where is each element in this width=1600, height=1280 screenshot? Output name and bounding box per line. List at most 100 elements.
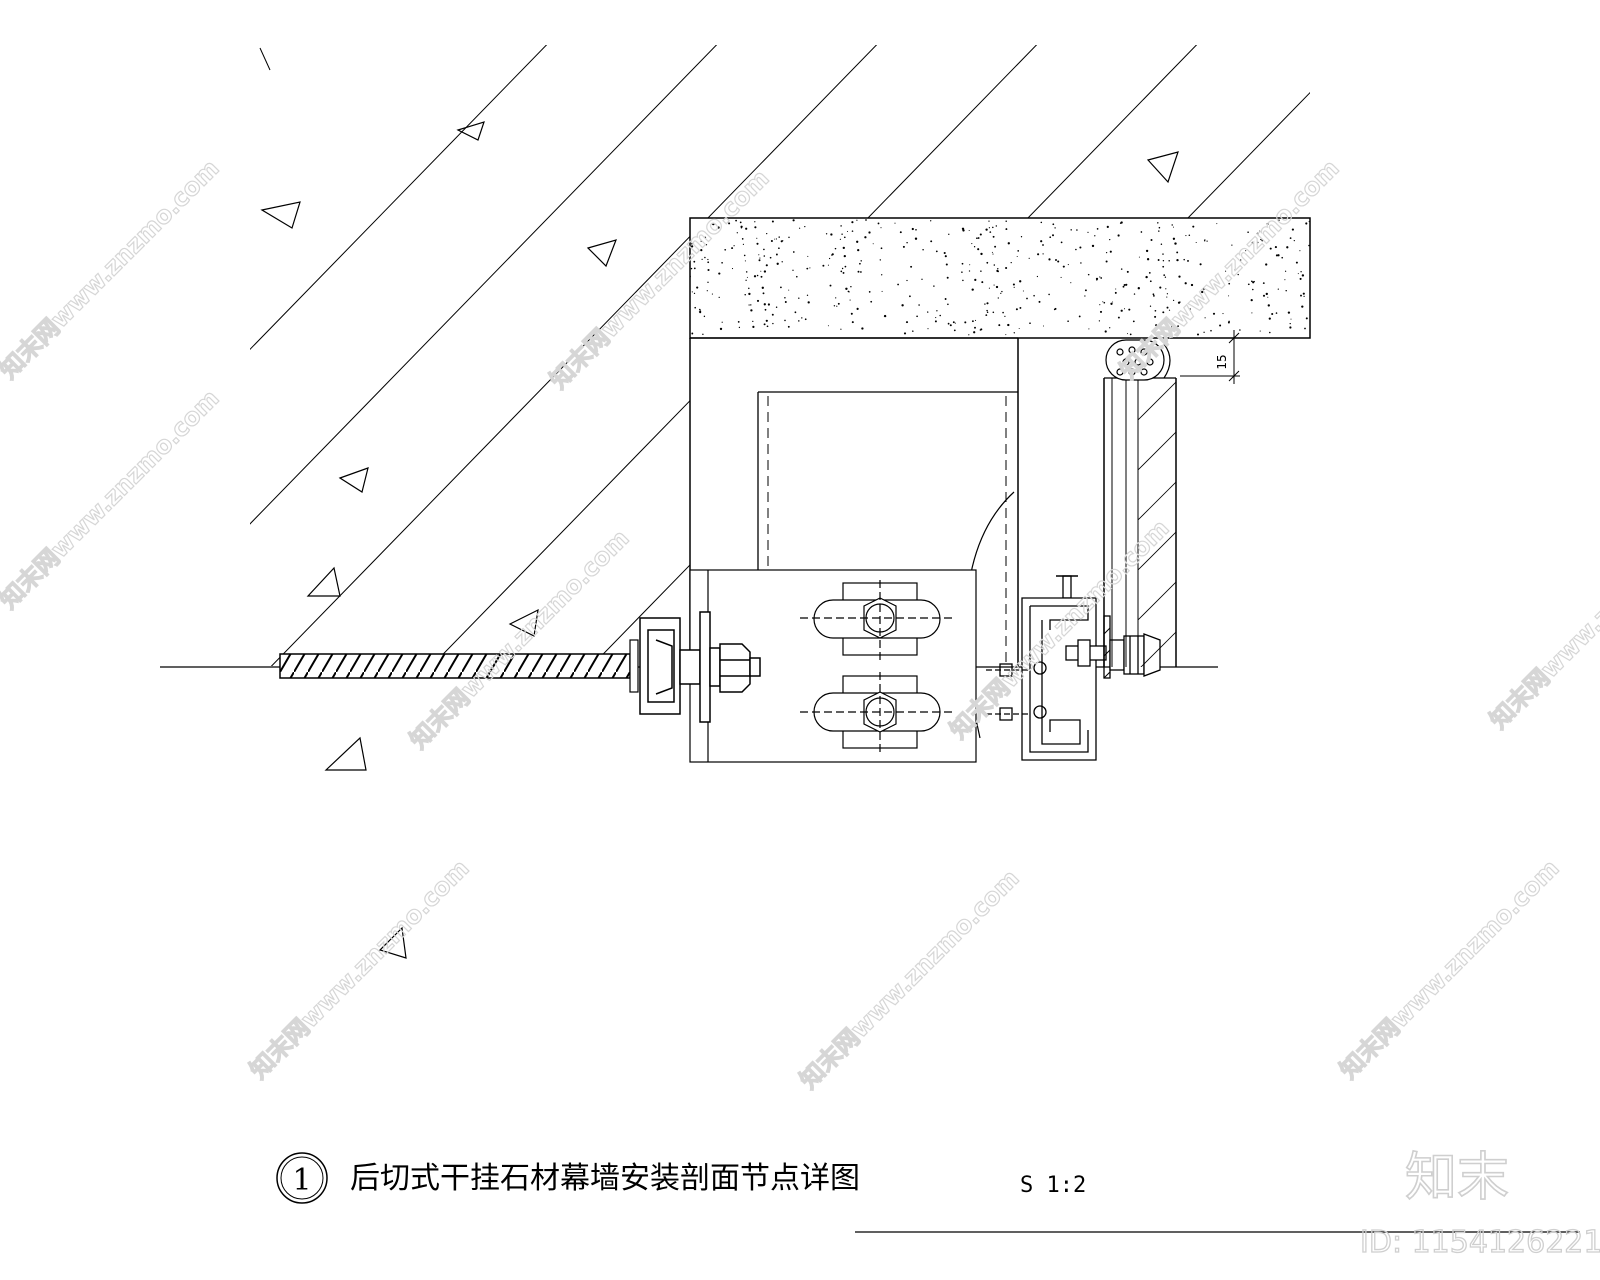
slab-speckle [758, 254, 760, 256]
slab-speckle [737, 320, 740, 323]
title-block: 1 后切式干挂石材幕墙安装剖面节点详图 S 1:2 [276, 1152, 1580, 1233]
slab-speckle [798, 320, 800, 322]
detail-title: 后切式干挂石材幕墙安装剖面节点详图 [350, 1161, 860, 1196]
slab-speckle [758, 259, 761, 262]
slab-speckle [784, 296, 786, 299]
slab-speckle [1145, 275, 1148, 279]
slab-speckle [780, 240, 783, 243]
slab-speckle [1168, 260, 1170, 262]
slab-speckle [1145, 249, 1149, 253]
slab-speckle [1026, 297, 1028, 300]
slab-speckle [997, 270, 999, 273]
slab-speckle [1250, 298, 1253, 302]
slab-speckle [1155, 324, 1158, 327]
slab-speckle [748, 287, 750, 290]
slab-speckle [1042, 325, 1045, 327]
slab-speckle [738, 326, 741, 329]
slab-speckle [857, 270, 860, 273]
slab-speckle [744, 294, 746, 296]
slab-speckle [1018, 328, 1020, 329]
slab-speckle [831, 254, 833, 256]
slab-speckle [830, 233, 833, 236]
slab-speckle [974, 326, 976, 329]
slab-speckle [989, 231, 992, 233]
slab-speckle [857, 248, 860, 252]
slab-speckle [1231, 244, 1233, 246]
slab-speckle [1079, 246, 1082, 249]
slab-speckle [756, 237, 758, 239]
slab-speckle [1240, 259, 1242, 261]
slab-speckle [905, 321, 909, 324]
watermark-text-9: 知末网www.znzmo.com [1334, 854, 1564, 1084]
slab-speckle [707, 261, 710, 264]
slab-speckle [1303, 295, 1305, 298]
slab-speckle [1109, 238, 1111, 241]
slab-speckle [1096, 228, 1099, 230]
slab-speckle [1055, 259, 1057, 261]
slab-speckle [1080, 262, 1082, 264]
slab-speckle [916, 315, 918, 318]
slab-speckle [906, 241, 908, 244]
slab-speckle [1005, 220, 1007, 223]
slab-speckle [843, 254, 846, 258]
slab-speckle [1305, 222, 1308, 225]
slab-speckle [765, 264, 768, 267]
slab-speckle [718, 296, 720, 299]
slab-speckle [974, 278, 977, 282]
slab-speckle [1162, 265, 1165, 268]
slab-speckle [1251, 280, 1253, 283]
slab-speckle [704, 236, 707, 239]
slab-speckle [1154, 315, 1157, 318]
slab-speckle [787, 325, 790, 328]
slab-speckle [1259, 230, 1261, 232]
slab-speckle [977, 248, 980, 251]
slab-speckle [1040, 221, 1043, 224]
slab-speckle [712, 222, 715, 226]
slab-speckle [718, 272, 721, 275]
slab-speckle [915, 229, 917, 231]
slab-speckle [731, 247, 734, 250]
slab-speckle [856, 307, 859, 310]
slab-speckle [1125, 283, 1128, 286]
slab-speckle [1203, 239, 1206, 242]
slab-speckle [851, 221, 854, 224]
slab-speckle [721, 261, 723, 264]
slab-speckle [1189, 308, 1191, 310]
slab-speckle [850, 285, 852, 288]
slab-speckle [1300, 294, 1302, 297]
slab-speckle [1265, 292, 1268, 296]
slab-speckle [1277, 288, 1279, 290]
slab-speckle [691, 291, 693, 293]
slab-speckle [1099, 310, 1103, 313]
slab-speckle [748, 304, 750, 306]
slab-speckle [1005, 266, 1008, 270]
slab-speckle [833, 305, 836, 307]
slab-speckle [1284, 270, 1287, 272]
slab-speckle [1067, 320, 1069, 323]
slab-speckle [1247, 231, 1249, 233]
slab-speckle [1040, 240, 1043, 243]
slab-speckle [992, 226, 994, 229]
slab-speckle [1234, 269, 1236, 271]
slab-speckle [1305, 317, 1308, 320]
slab-speckle [981, 281, 984, 284]
dimension-label: 15 [1215, 354, 1229, 369]
slab-speckle [1227, 321, 1230, 324]
slab-speckle [984, 303, 986, 305]
slab-speckle [1204, 239, 1206, 241]
slab-speckle [877, 222, 880, 225]
slab-speckle [1247, 283, 1250, 286]
slab-speckle [880, 247, 883, 250]
slab-speckle [934, 320, 937, 323]
slab-speckle [954, 322, 956, 324]
slab-speckle [1260, 238, 1262, 241]
slab-speckle [699, 311, 702, 314]
slab-speckle [914, 237, 918, 240]
slab-speckle [906, 279, 908, 282]
slab-speckle [1300, 271, 1302, 273]
slab-speckle [1120, 309, 1123, 312]
slab-speckle [1119, 222, 1122, 224]
slab-speckle [1183, 258, 1185, 261]
slab-speckle [750, 304, 752, 306]
slab-speckle [804, 225, 806, 228]
